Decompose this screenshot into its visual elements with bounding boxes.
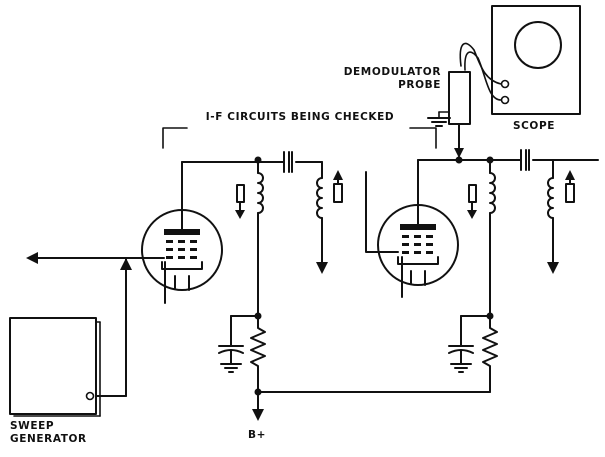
tube-2 <box>377 159 459 298</box>
plate-coil-2 <box>489 172 496 214</box>
b-plus-arrow-icon <box>252 409 264 421</box>
tube-1-plate <box>164 229 200 235</box>
sweep-generator-case <box>9 317 97 415</box>
resistor-2 <box>482 315 498 393</box>
slug-1a <box>236 184 245 203</box>
sweep-output-terminal <box>85 391 95 401</box>
bracket-left <box>162 127 188 149</box>
grid-coil-2 <box>547 177 554 219</box>
tube-2-plate <box>400 224 436 230</box>
tube-2-cathode <box>397 256 439 265</box>
probe-arrow-icon <box>454 148 464 158</box>
input-arrow-icon <box>26 252 38 264</box>
tube-1 <box>141 161 223 304</box>
slug-2b <box>565 183 575 203</box>
scope-screen <box>514 21 562 69</box>
sweep-label-line1: SWEEP <box>10 420 54 432</box>
demodulator-label-line2: PROBE <box>398 79 441 91</box>
if-circuits-label: I-F CIRCUITS BEING CHECKED <box>206 111 394 123</box>
demodulator-label-line1: DEMODULATOR <box>344 66 441 78</box>
demodulator-probe <box>427 71 471 158</box>
probe-cable <box>459 42 502 101</box>
slug-1b <box>333 183 343 203</box>
scope-case <box>491 5 581 115</box>
probe-body <box>448 71 471 125</box>
junction-probe <box>455 156 463 164</box>
scope-input-terminal-2 <box>500 95 510 105</box>
tube-1-cathode <box>161 261 203 270</box>
sweep-generator <box>9 317 101 417</box>
resistor-1 <box>250 315 266 393</box>
grid-coil-1 <box>316 177 323 219</box>
sweep-label-line2: GENERATOR <box>10 433 87 445</box>
scope-input-terminal-1 <box>500 79 510 89</box>
plate-coil-1 <box>257 172 264 214</box>
slug-2a <box>468 184 477 203</box>
sweep-arrow-icon <box>120 258 132 270</box>
b-plus-label: B+ <box>248 429 266 441</box>
bracket-right <box>409 127 437 149</box>
scope <box>491 5 581 115</box>
scope-label: SCOPE <box>513 120 555 132</box>
